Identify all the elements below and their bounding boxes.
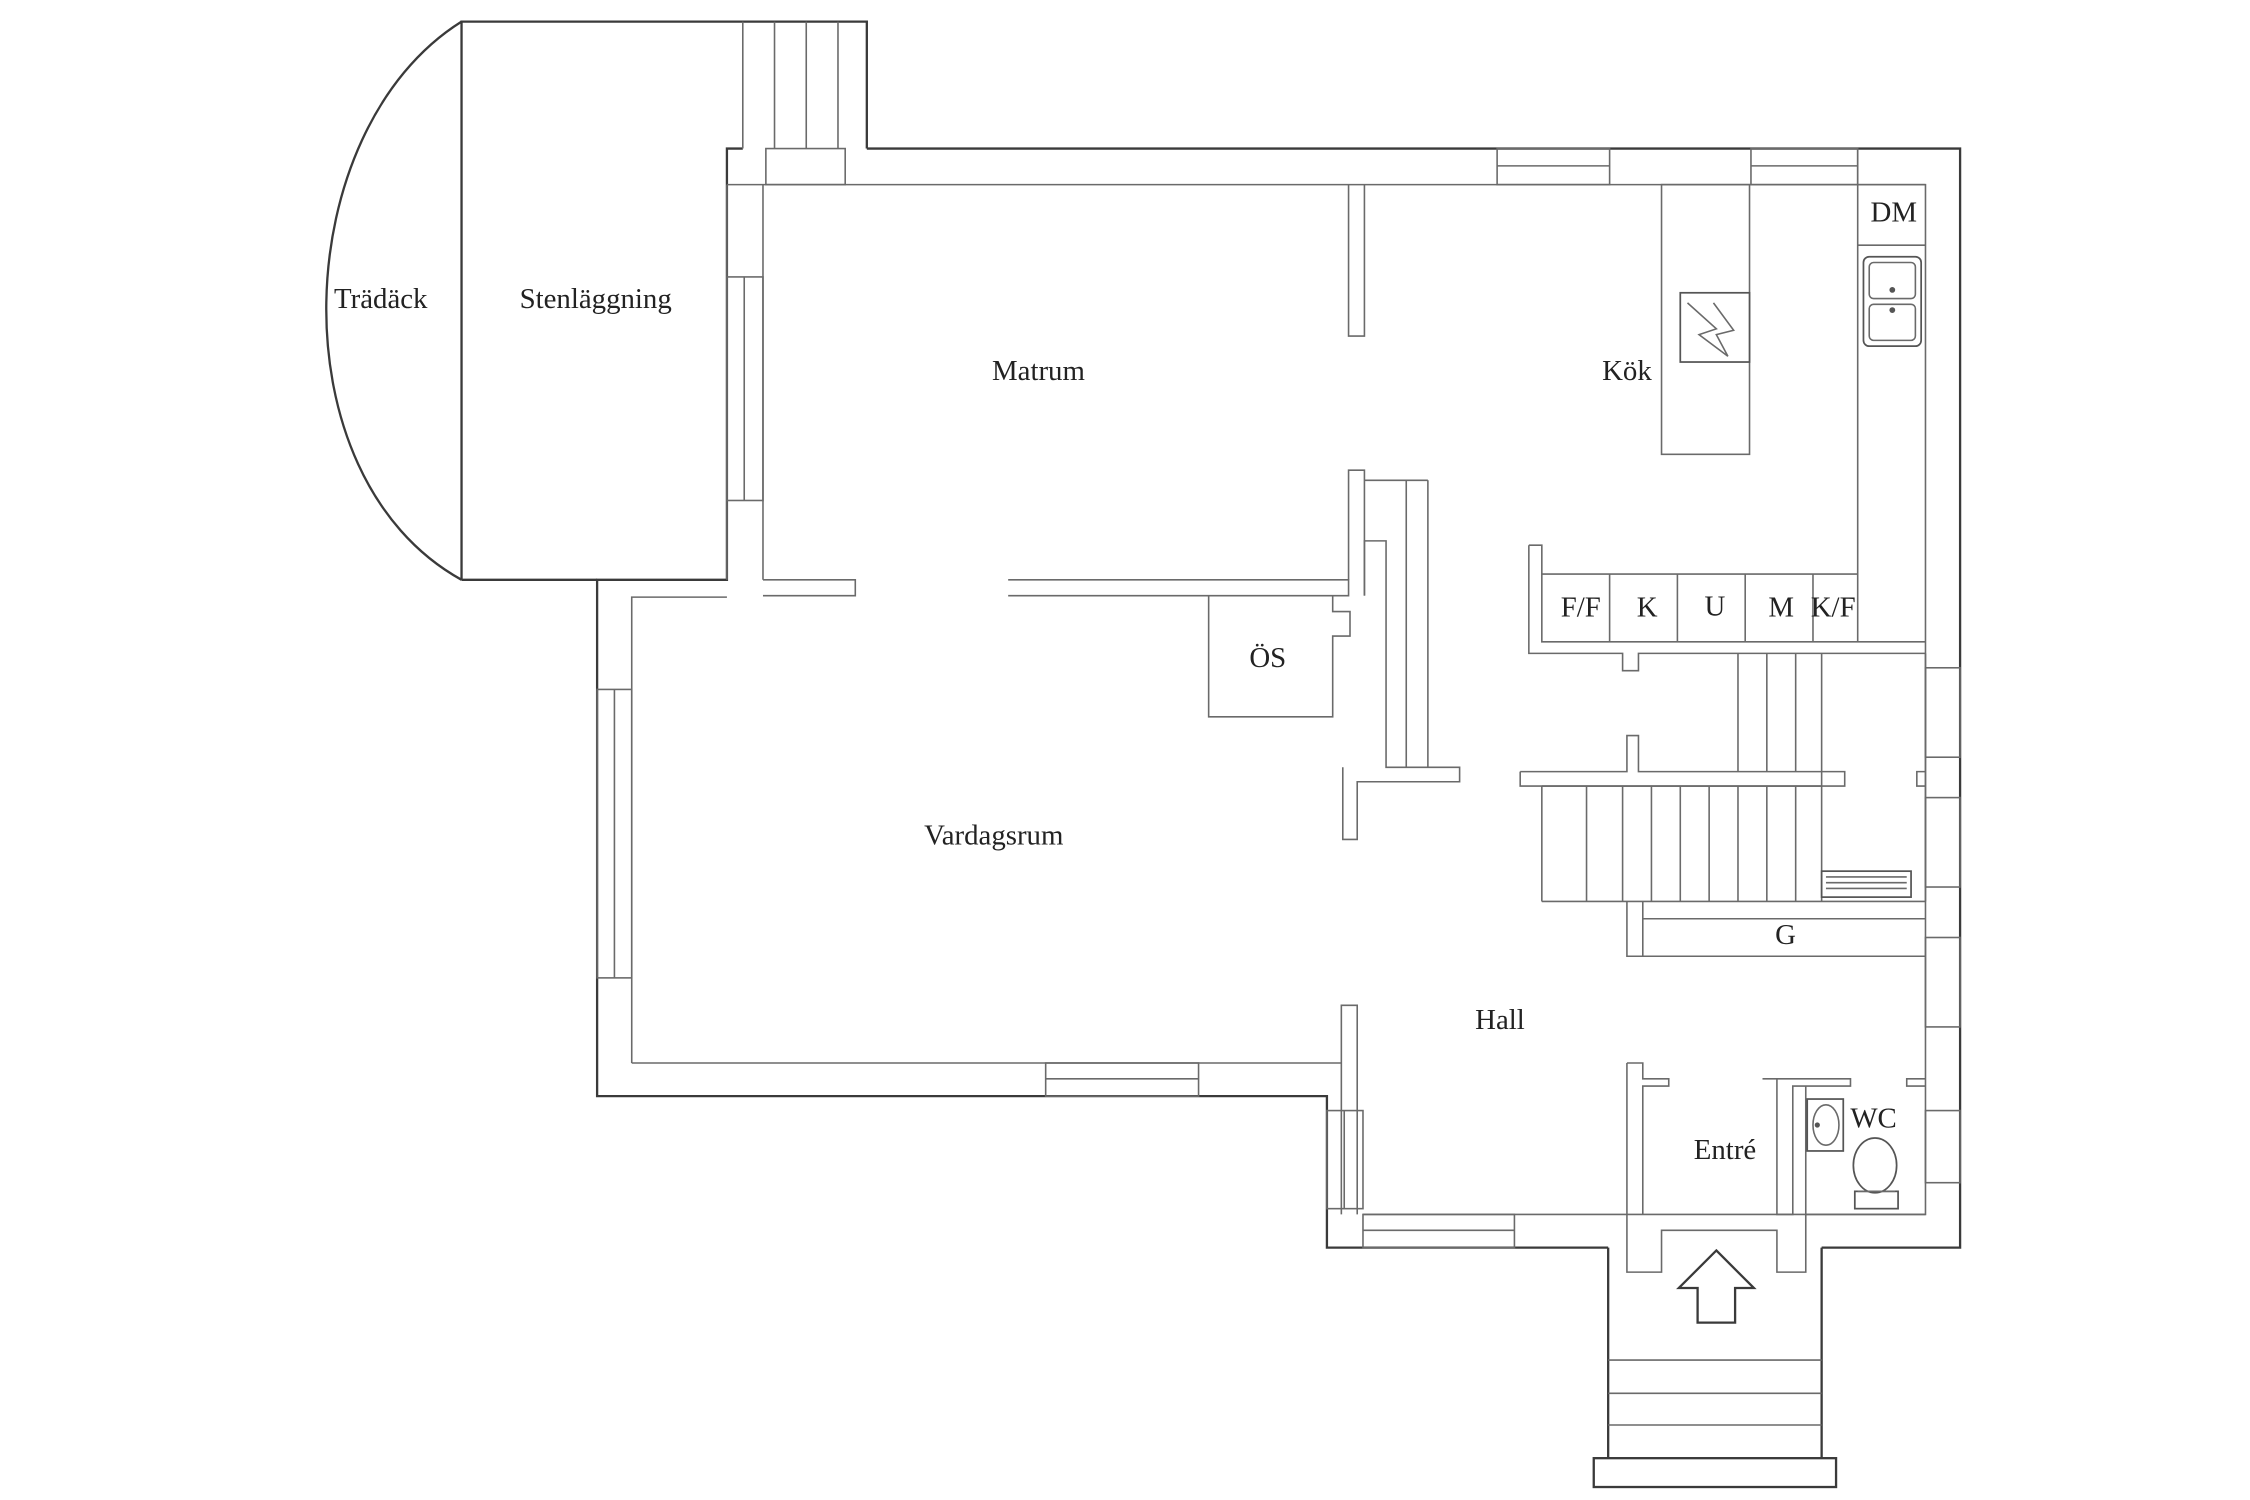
label-hall: Hall	[1475, 1004, 1525, 1036]
label-entre: Entré	[1694, 1134, 1756, 1166]
label-g: G	[1775, 919, 1796, 951]
interior-walls	[762, 184, 1461, 1215]
deck-curve	[325, 20, 463, 581]
entrance-walls	[1626, 1062, 1926, 1273]
label-unit-ff: F/F	[1561, 592, 1601, 624]
washbasin-icon	[1806, 1098, 1845, 1152]
toilet-icon	[1852, 1137, 1899, 1210]
label-unit-u: U	[1704, 590, 1725, 622]
porch-steps-top	[741, 21, 846, 186]
staircase	[1519, 653, 1927, 903]
sink-icon	[1862, 255, 1923, 348]
room-labels: Trädäck Stenläggning Matrum Kök DM ÖS Va…	[334, 197, 1917, 1166]
label-tradack: Trädäck	[334, 283, 428, 315]
label-unit-kf: K/F	[1811, 592, 1856, 624]
label-vardagsrum: Vardagsrum	[924, 820, 1063, 852]
label-kok: Kök	[1602, 355, 1652, 387]
label-os: ÖS	[1249, 642, 1286, 674]
entrance-arrow-icon	[1676, 1248, 1757, 1324]
label-matrum: Matrum	[992, 355, 1085, 387]
exterior-walls	[460, 20, 1962, 1249]
kitchen-counter	[1528, 148, 1926, 672]
label-unit-m: M	[1768, 592, 1794, 624]
label-stenlaggning: Stenläggning	[520, 283, 672, 315]
front-steps	[1592, 1247, 1838, 1489]
windows	[596, 147, 1961, 1249]
label-unit-k: K	[1637, 592, 1658, 624]
label-wc: WC	[1850, 1102, 1896, 1134]
closet-g	[1626, 901, 1926, 958]
label-dm: DM	[1871, 197, 1917, 229]
radiator-icon	[1820, 870, 1912, 898]
stove-icon	[1679, 291, 1751, 363]
